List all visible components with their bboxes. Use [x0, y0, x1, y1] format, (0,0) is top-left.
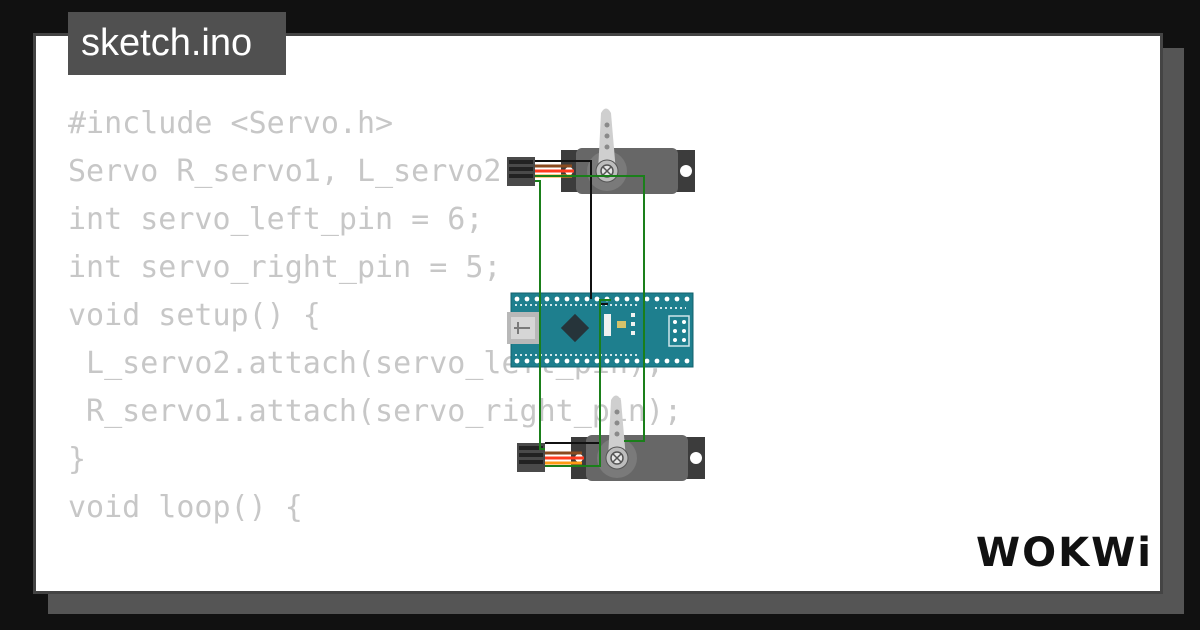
servo-top[interactable]: [507, 108, 695, 195]
wokwi-logo-text: WOKWi: [976, 530, 1151, 574]
arduino-nano[interactable]: [507, 292, 694, 368]
usb-icon: [507, 312, 539, 344]
code-line: R_servo1.attach(servo_right_pin);: [68, 394, 683, 429]
wires: [535, 160, 645, 467]
code-line: int servo_left_pin = 6;: [68, 202, 484, 237]
code-line: int servo_right_pin = 5;: [68, 250, 502, 285]
file-tab-label: sketch.ino: [81, 22, 253, 64]
wokwi-logo: WOKWi: [976, 530, 1151, 574]
code-line: Servo R_servo1, L_servo2;: [68, 154, 520, 189]
code-preview: #include <Servo.h> Servo R_servo1, L_serv…: [68, 100, 682, 532]
code-line: void loop() {: [68, 490, 303, 525]
code-line: void setup() {: [68, 298, 321, 333]
file-tab[interactable]: sketch.ino: [68, 12, 286, 75]
code-line: }: [68, 442, 87, 477]
servo-bottom[interactable]: [517, 395, 705, 482]
code-line: #include <Servo.h>: [68, 106, 394, 141]
chip-icon: [560, 313, 590, 343]
